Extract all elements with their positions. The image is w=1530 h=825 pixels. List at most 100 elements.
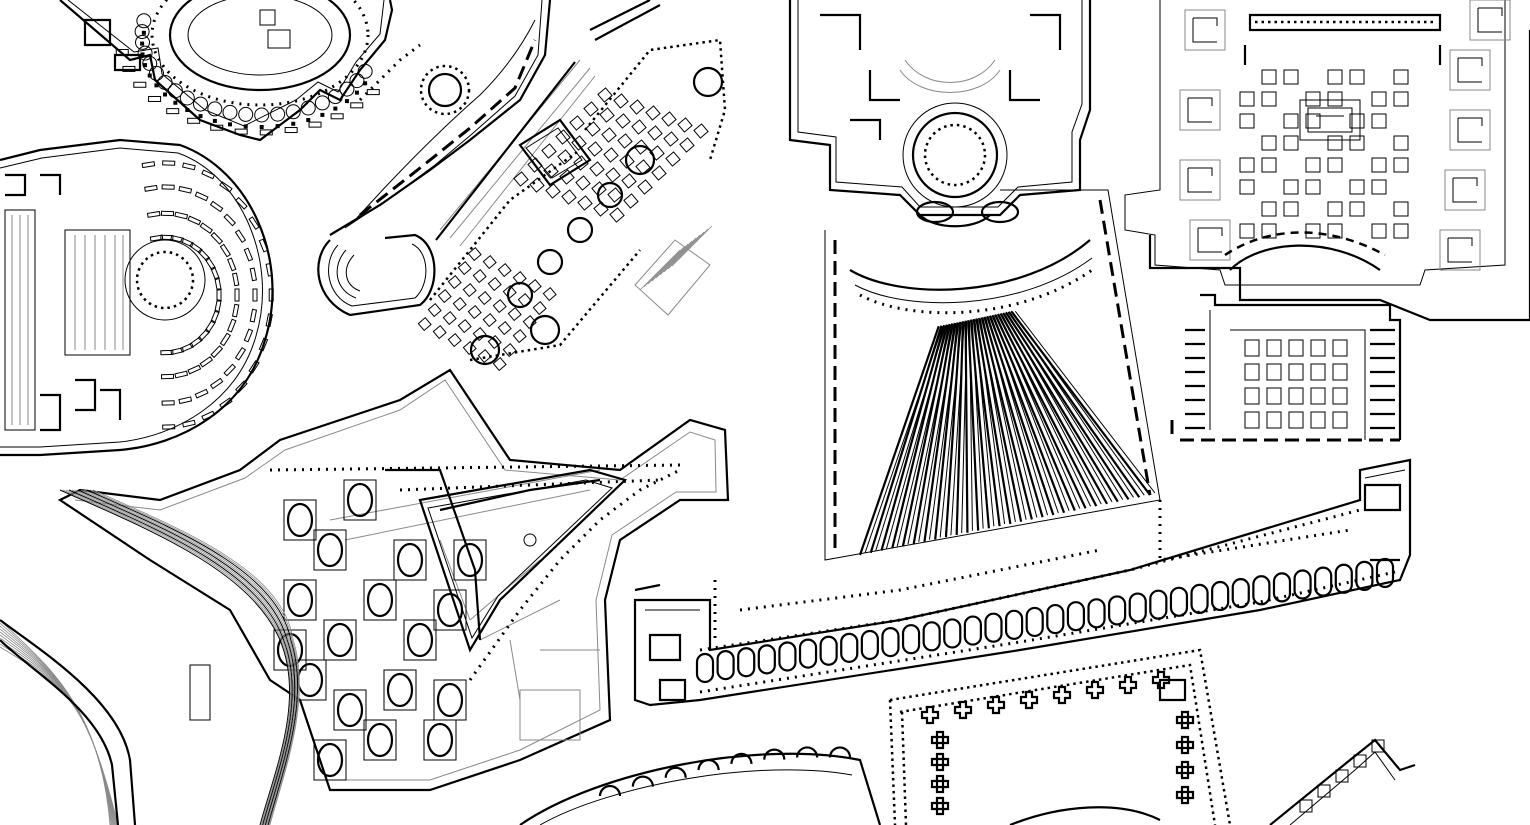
palace-room	[1283, 201, 1299, 217]
court-room	[1244, 339, 1260, 357]
grid-bay	[557, 149, 573, 165]
palace-room	[1283, 135, 1299, 151]
arcade-bay	[757, 644, 776, 675]
pier	[344, 99, 349, 104]
garden-court-inner	[1187, 167, 1213, 193]
grid-bay	[462, 341, 477, 356]
grid-bay	[693, 123, 709, 139]
grid-bay	[427, 303, 442, 318]
tier-line	[0, 628, 114, 825]
portico-arch	[730, 752, 753, 764]
portico-cell	[1335, 769, 1349, 783]
cross-pier	[1175, 760, 1195, 780]
palace-room	[1283, 179, 1299, 195]
grid-bay	[677, 117, 693, 133]
garden-court-inner	[1192, 17, 1218, 43]
radial-aisle	[955, 321, 965, 536]
seat-block	[204, 256, 216, 271]
grid-bay	[487, 277, 502, 292]
radial-aisle	[967, 320, 980, 531]
tier-line	[92, 489, 300, 825]
grid-bay	[482, 313, 497, 328]
triangular-thermae-plan	[57, 368, 730, 792]
arcade-bay	[695, 652, 715, 684]
grid-bay	[629, 99, 645, 115]
grid-bay	[633, 139, 649, 155]
buttress	[366, 89, 380, 96]
cross-pier	[953, 700, 973, 720]
room-cell	[193, 96, 209, 112]
garden-court	[1179, 159, 1221, 201]
seat-block	[194, 191, 209, 202]
palace-room	[1283, 69, 1299, 85]
seat-block	[231, 272, 240, 287]
radial-aisle	[891, 324, 948, 549]
radial-aisle	[977, 317, 1023, 522]
grid-bay	[447, 333, 462, 348]
seat-block	[210, 345, 224, 359]
court-room	[1332, 411, 1348, 429]
grid-bay	[447, 275, 462, 290]
seat-block	[265, 313, 273, 328]
grid-bay	[472, 269, 487, 284]
arcade-bay	[881, 626, 900, 658]
room-cell	[222, 104, 238, 120]
stair-line	[647, 243, 689, 285]
grid-bay	[417, 317, 432, 332]
bath-hall	[316, 532, 344, 568]
long-arcade-wing	[633, 458, 1412, 707]
palace-room	[1327, 201, 1343, 217]
seat-block	[161, 184, 175, 190]
stair-line	[643, 246, 685, 288]
pier	[354, 90, 359, 95]
buttress	[259, 129, 273, 136]
buttress	[330, 113, 344, 120]
pier	[185, 108, 190, 113]
garden-court-inner	[1477, 7, 1503, 33]
room-cell	[135, 34, 151, 50]
bath-room	[423, 719, 457, 761]
grid-bay	[502, 285, 517, 300]
cross-pier	[1175, 785, 1195, 805]
arcade-bay	[737, 647, 756, 678]
grid-bay	[542, 287, 557, 302]
grid-bay	[477, 349, 492, 364]
palace-room	[1327, 223, 1343, 239]
bath-hall	[366, 582, 394, 618]
palace-room	[1239, 157, 1255, 173]
room-cell	[134, 24, 150, 40]
seat-block	[227, 318, 237, 333]
radial-aisle	[994, 314, 1087, 509]
court-room	[1332, 363, 1348, 381]
bath-room	[313, 739, 347, 781]
grid-bay	[573, 155, 589, 171]
stair-line	[659, 234, 701, 276]
portico-cell	[1353, 754, 1367, 768]
stair-line	[667, 228, 709, 270]
palace-room	[1239, 179, 1255, 195]
palace-room	[1239, 91, 1255, 107]
seat-block	[174, 370, 189, 379]
buttress	[166, 108, 180, 115]
garden-court	[1469, 0, 1511, 41]
grid-bay	[589, 161, 605, 177]
tier-line	[80, 489, 297, 825]
pier	[228, 122, 233, 127]
radial-aisle	[1014, 310, 1156, 494]
palace-room	[1349, 113, 1365, 129]
palace-room	[1261, 135, 1277, 151]
radial-aisle	[912, 323, 954, 545]
palace-room	[1305, 91, 1321, 107]
grid-bay	[663, 131, 679, 147]
grid-bay	[529, 177, 545, 193]
arcade-bay	[1211, 580, 1230, 612]
arcade-bay	[1252, 575, 1271, 606]
garden-court	[1444, 169, 1486, 211]
palace-room	[1305, 157, 1321, 173]
grid-bay	[605, 167, 621, 183]
stair-line	[663, 231, 705, 273]
palace-room	[1239, 113, 1255, 129]
cross-pier	[1175, 735, 1195, 755]
pier	[141, 30, 146, 35]
grid-bay	[559, 169, 575, 185]
